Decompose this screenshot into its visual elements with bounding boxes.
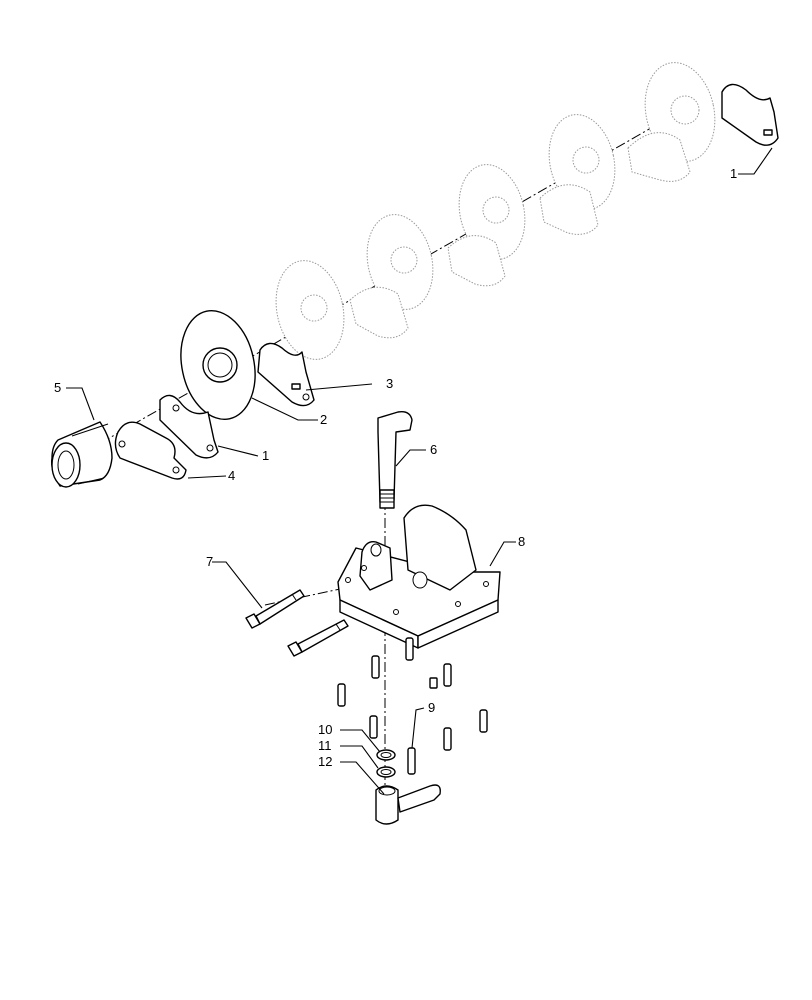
lever-12 [375, 784, 441, 825]
bracket-4 [114, 421, 187, 480]
callout-10: 10 [318, 722, 332, 737]
bolt-7-upper [245, 589, 305, 629]
washer-11 [376, 766, 396, 778]
callout-8: 8 [518, 534, 525, 549]
splined-hub-5 [50, 421, 113, 488]
callout-4: 4 [228, 468, 235, 483]
plate-1-top [721, 83, 779, 146]
ghost-disc-stack [275, 62, 716, 360]
shaft-6 [377, 410, 413, 509]
plate-3 [257, 342, 315, 407]
callout-12: 12 [318, 754, 332, 769]
plate-1-bottom [159, 394, 219, 459]
callout-9: 9 [428, 700, 435, 715]
cap-screws [337, 637, 488, 775]
washer-10 [376, 749, 396, 761]
bolt-7-lower [287, 619, 349, 657]
callout-5: 5 [54, 380, 61, 395]
housing-8 [337, 504, 501, 649]
callout-1-bottom: 1 [262, 448, 269, 463]
friction-disc-2 [180, 309, 256, 421]
callout-6: 6 [430, 442, 437, 457]
callout-1-top: 1 [730, 166, 737, 181]
callout-11: 11 [318, 738, 332, 753]
callout-2: 2 [320, 412, 327, 427]
leader-lines [66, 147, 773, 795]
callout-3: 3 [386, 376, 393, 391]
callout-7: 7 [206, 554, 213, 569]
